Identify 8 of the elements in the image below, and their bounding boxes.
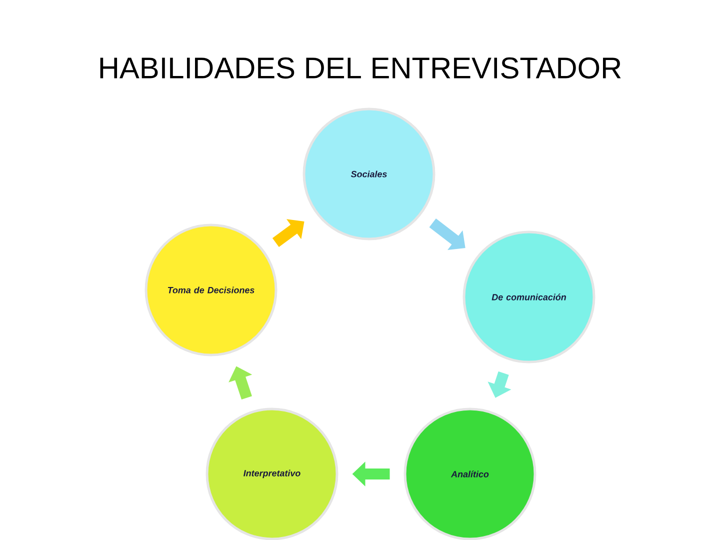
circle-node: Sociales [302,108,436,240]
circle-node: Toma de Decisiones [144,224,278,356]
block-arrow [272,219,304,247]
circle-node: Analítico [404,408,536,540]
circle-node: Interpretativo [206,408,338,540]
circle-node: De comunicación [462,230,596,364]
title: HABILIDADES DEL ENTREVISTADOR [100,57,621,79]
block-arrow [429,218,466,250]
